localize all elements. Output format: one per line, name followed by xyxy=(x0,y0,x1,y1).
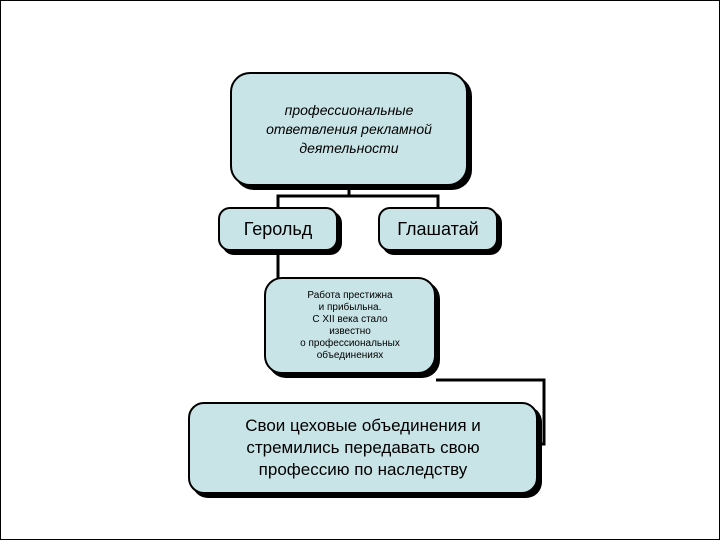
connector-root-right xyxy=(349,194,440,207)
node-glashatai-label: Глашатай xyxy=(397,218,479,239)
node-glashatai: Глашатай xyxy=(378,207,498,251)
root-line-2: ответвления рекламной xyxy=(266,120,432,137)
root-line-3: деятельности xyxy=(299,139,399,156)
guilds-line-1: Свои цеховые объединения и xyxy=(245,416,481,435)
node-prestige: Работа престижна и прибыльна. С XII века… xyxy=(264,277,436,374)
guilds-line-2: стремились передавать свою xyxy=(246,438,480,457)
prestige-line-1: Работа престижна xyxy=(307,289,393,301)
prestige-line-6: объединениях xyxy=(316,349,384,361)
connector-root-branches xyxy=(276,186,351,207)
node-guilds: Свои цеховые объединения и стремились пе… xyxy=(188,402,538,494)
node-gerold-label: Герольд xyxy=(243,218,313,239)
root-node: профессиональные ответвления рекламной д… xyxy=(230,72,468,186)
prestige-line-3: С XII века стало xyxy=(312,313,388,325)
root-line-1: профессиональные xyxy=(284,101,414,118)
guilds-line-3: профессию по наследству xyxy=(258,460,468,479)
prestige-line-4: известно xyxy=(329,325,371,337)
prestige-line-5: о профессиональных xyxy=(300,337,400,349)
connector-prestige-guilds xyxy=(436,378,546,446)
prestige-line-2: и прибыльна. xyxy=(318,301,382,313)
node-gerold: Герольд xyxy=(218,207,338,251)
